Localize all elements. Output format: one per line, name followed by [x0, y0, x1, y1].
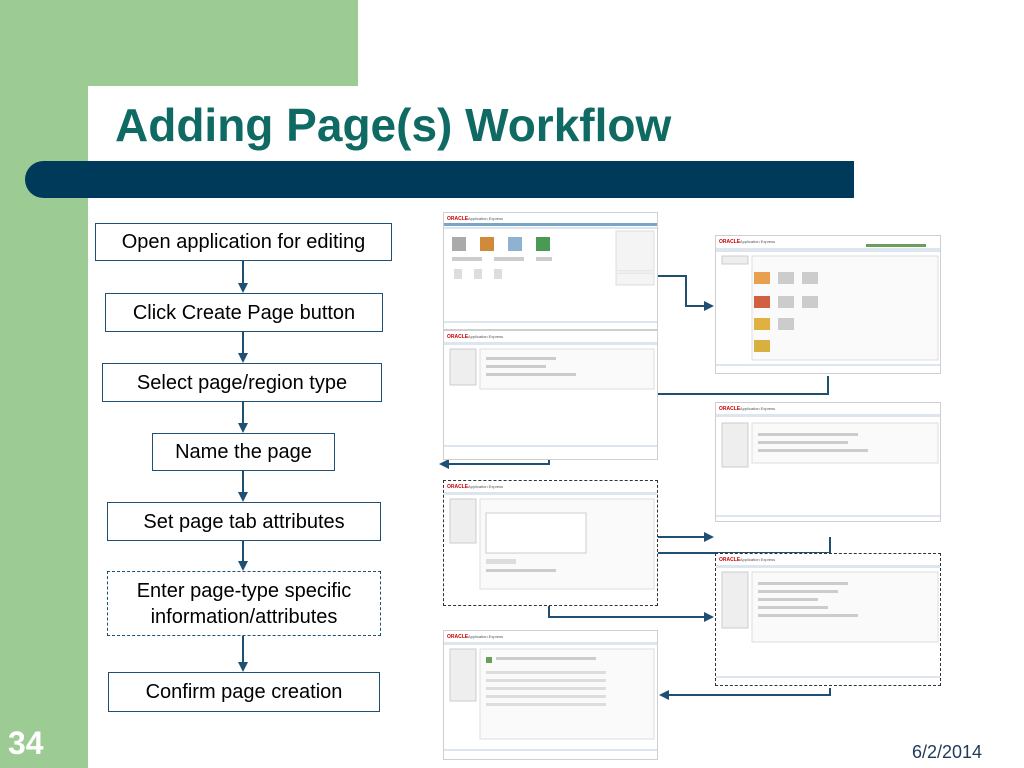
svg-text:Application Express: Application Express — [468, 634, 503, 639]
svg-text:Application Express: Application Express — [740, 406, 775, 411]
screenshot-select-page-type: ORACLE Application Express — [715, 235, 941, 374]
slide-date: 6/2/2014 — [912, 742, 983, 762]
svg-text:ORACLE: ORACLE — [719, 406, 741, 412]
step-set-tab-attributes: Set page tab attributes — [107, 502, 381, 541]
svg-text:Application Express: Application Express — [740, 239, 775, 244]
svg-text:Application Express: Application Express — [468, 334, 503, 339]
svg-text:ORACLE: ORACLE — [447, 334, 469, 340]
slide-number: 34 — [8, 725, 44, 761]
screenshot-confirm-page: ORACLE Application Express — [443, 630, 658, 760]
title-underline-bar — [25, 161, 854, 198]
green-left-band — [0, 0, 88, 768]
screenshot-application-home: ORACLE Application Express — [443, 212, 658, 330]
svg-text:ORACLE: ORACLE — [719, 239, 741, 245]
svg-text:ORACLE: ORACLE — [447, 634, 469, 640]
step-select-page-region-type: Select page/region type — [102, 363, 382, 402]
connector-arrow-1 — [658, 275, 714, 311]
step-name-the-page: Name the page — [152, 433, 335, 471]
screenshot-enter-attributes: ORACLE Application Express — [443, 480, 658, 606]
svg-text:ORACLE: ORACLE — [447, 484, 469, 490]
screenshot-tab-attributes: ORACLE Application Express — [715, 402, 941, 522]
screenshot-region-attributes: ORACLE Application Express — [715, 553, 941, 686]
slide-title: Adding Page(s) Workflow — [115, 99, 672, 151]
connector-arrow-5 — [659, 688, 831, 700]
step-confirm-page-creation: Confirm page creation — [108, 672, 380, 712]
svg-text:Application Express: Application Express — [740, 557, 775, 562]
step-open-application: Open application for editing — [95, 223, 392, 261]
green-top-band — [0, 0, 358, 86]
screenshot-name-page: ORACLE Application Express — [443, 330, 658, 460]
svg-text:Application Express: Application Express — [468, 216, 503, 221]
svg-text:ORACLE: ORACLE — [447, 216, 469, 222]
svg-text:ORACLE: ORACLE — [719, 557, 741, 563]
step-enter-page-type-info: Enter page-type specific information/att… — [107, 571, 381, 636]
svg-text:Application Express: Application Express — [468, 484, 503, 489]
step-click-create-page: Click Create Page button — [105, 293, 383, 332]
